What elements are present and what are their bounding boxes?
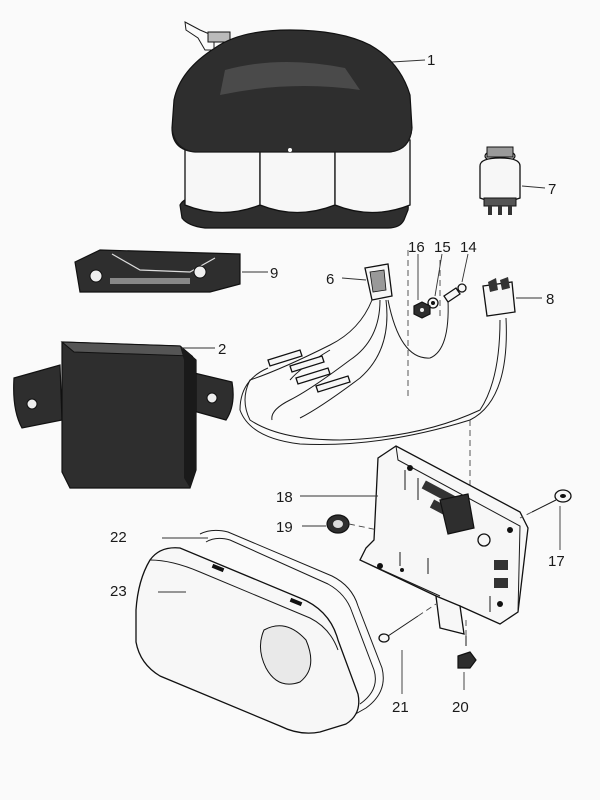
leader-14: 14 [460,239,477,283]
part-1-ignition-coil [171,21,413,229]
label-14: 14 [460,239,477,256]
leader-8: 8 [516,291,554,308]
part-22-gasket [199,529,384,717]
part-9-fuse-holder [74,249,241,293]
leader-18: 18 [276,489,378,506]
label-23: 23 [110,583,127,600]
label-18: 18 [276,489,293,506]
label-22: 22 [110,529,127,546]
label-19: 19 [276,519,293,536]
label-7: 7 [548,181,556,198]
leader-16: 16 [408,239,425,300]
bullet-terminals [267,349,351,393]
leader-17: 17 [548,506,565,570]
wiring-harness [239,250,516,500]
part-18-bracket [359,445,529,635]
part-8-connector [482,277,516,317]
leader-1: 1 [391,52,435,69]
leader-19: 19 [276,519,326,536]
part-17-screw [519,489,572,519]
leader-23: 23 [110,583,186,600]
part-21-screw [378,603,437,643]
label-21: 21 [392,699,409,716]
label-9: 9 [270,265,278,282]
part-14-ring-terminal [443,283,467,303]
label-1: 1 [427,52,435,69]
leader-15: 15 [434,239,451,297]
label-15: 15 [434,239,451,256]
label-16: 16 [408,239,425,256]
leader-22: 22 [110,529,208,546]
leader-21: 21 [392,650,409,716]
leader-6: 6 [326,271,367,288]
part-2-cdi-unit [13,341,234,489]
part-7-relay [479,146,521,215]
leader-20: 20 [452,672,469,716]
label-17: 17 [548,553,565,570]
label-2: 2 [218,341,226,358]
label-20: 20 [452,699,469,716]
leader-9: 9 [242,265,278,282]
part-15-washer [427,297,439,309]
label-8: 8 [546,291,554,308]
part-19-grommet [326,514,379,534]
coil-cylinders [184,139,411,214]
part-6-connector [364,263,393,301]
label-6: 6 [326,271,334,288]
leader-2: 2 [182,341,226,358]
part-16-nut [413,301,431,319]
part-23-cover [135,547,360,734]
part-20-bolt [457,620,477,669]
leader-7: 7 [521,181,556,198]
